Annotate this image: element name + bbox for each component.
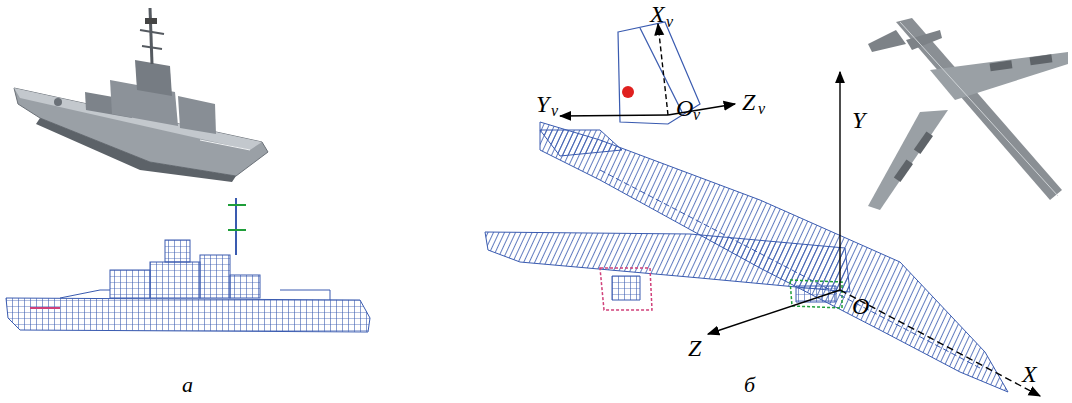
aircraft-wireframe: [485, 122, 1008, 392]
ship-wireframe: [6, 198, 370, 332]
fin-frame: [618, 22, 700, 124]
axis-label: Y: [852, 108, 865, 132]
axis-label: X: [650, 2, 665, 26]
reference-dot: [622, 86, 634, 98]
ship-photo: [14, 8, 268, 182]
axis-label: Z: [742, 90, 755, 114]
panel-letter: б: [744, 374, 755, 396]
axis-subscript: v: [551, 103, 558, 119]
axis-subscript: v: [758, 101, 765, 117]
axis-label: O: [852, 294, 869, 318]
axis-subscript: v: [693, 107, 700, 123]
axis-label: Y: [536, 92, 549, 116]
axis-subscript: v: [666, 14, 673, 30]
panel-letter: а: [182, 374, 193, 396]
aircraft-photo: [868, 18, 1068, 210]
axis-label: Z: [688, 336, 701, 360]
axis-label: O: [676, 96, 693, 120]
axis-label: X: [1022, 362, 1037, 386]
